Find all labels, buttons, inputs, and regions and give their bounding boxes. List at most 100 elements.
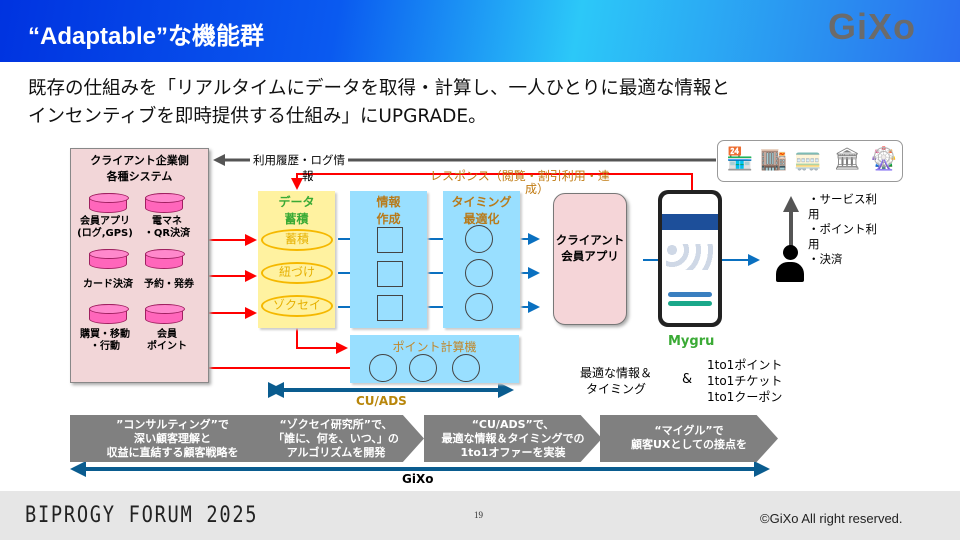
offer-item: 1to1クーポン: [707, 390, 783, 404]
gixo-label: GiXo: [402, 472, 434, 486]
step-line: “ゾクセイ研究所”で、: [279, 418, 393, 431]
offer-left-line: 最適な情報＆: [579, 366, 652, 380]
step-mygru: “マイグル”で顧客UXとしての接点を: [600, 415, 778, 462]
store-item: 蓄積: [261, 229, 333, 251]
db-label-card: カード決済: [83, 279, 133, 290]
offer-left-line: タイミング: [585, 382, 646, 396]
footer: [0, 491, 960, 540]
offer-left: 最適な情報＆ タイミング: [570, 365, 662, 397]
process-circle: [465, 293, 493, 321]
client-systems-subtitle: 各種システム: [106, 170, 173, 183]
database-icon: [145, 249, 185, 269]
copyright: ©GiXo All right reserved.: [760, 511, 903, 526]
process-circle: [409, 354, 437, 382]
step-line: “CU/ADS”で、: [471, 418, 555, 431]
attribute-item: ゾクセイ: [261, 295, 333, 317]
timing-subtitle: 最適化: [463, 212, 500, 226]
step-line: 「誰に、何を、いつ、」の: [273, 432, 399, 445]
timing-box: タイミング 最適化: [443, 191, 520, 328]
store-icon: 🏪: [726, 147, 754, 172]
train-icon: 🚃: [794, 147, 822, 172]
db-label-line: ポイント: [147, 341, 187, 352]
ferris-wheel-icon: 🎡: [870, 147, 898, 172]
bullet-service: サービス利用: [808, 192, 877, 221]
response-label-wrap: 成）: [525, 182, 550, 196]
db-label-line: 電マネ: [152, 216, 182, 227]
process-circle: [452, 354, 480, 382]
offer-item: 1to1ポイント: [707, 358, 783, 372]
services-box: 🏪 🏬 🚃 🏛 🎡: [717, 140, 903, 182]
database-icon: [89, 249, 129, 269]
client-systems-title: クライアント企業側: [90, 154, 189, 167]
member-app-label-2: 会員アプリ: [561, 249, 619, 263]
to-point-calc-arrow: [296, 328, 348, 354]
database-icon: [145, 304, 185, 324]
subtitle-line-1: 既存の仕組みを「リアルタイムにデータを取得・計算し、一人ひとりに最適な情報と: [28, 78, 730, 99]
stamp-grid: [666, 244, 714, 270]
response-arrow: [291, 173, 693, 190]
response-label: レスポンス（閲覧・割引利用・達: [430, 169, 610, 183]
process-square: [377, 261, 403, 287]
building-icon: 🏛: [833, 147, 861, 172]
mygru-label: Mygru: [668, 334, 715, 349]
process-circle: [369, 354, 397, 382]
header-bar: [0, 0, 960, 62]
subtitle-line-2: インセンティブを即時提供する仕組み」にUPGRADE。: [28, 106, 487, 127]
member-app-label: クライアント: [555, 233, 625, 247]
db-label-member-app: 会員アプリ(ログ,GPS): [75, 216, 135, 240]
database-icon: [145, 193, 185, 213]
service-bullets: ・サービス利用 ・ポイント利用 ・決済: [808, 192, 877, 266]
app-banner: [662, 214, 718, 230]
data-store-box: データ 蓄積 蓄積 紐づけ ゾクセイ: [258, 191, 335, 328]
usage-log-label: 利用履歴・ログ情: [250, 152, 348, 168]
process-circle: [465, 259, 493, 287]
bullet-point: ポイント利用: [808, 222, 877, 251]
process-square: [377, 295, 403, 321]
phone-mockup: [658, 190, 722, 327]
step-consulting: ”コンサルティング”で深い顧客理解と収益に直結する顧客戦略を: [70, 415, 275, 462]
step-line: ”コンサルティング”で: [116, 418, 229, 431]
link-item: 紐づけ: [261, 262, 333, 284]
db-label-emoney: 電マネ・QR決済: [137, 216, 197, 240]
db-label-points: 会員ポイント: [137, 329, 197, 353]
db-label-line: 購買・移動: [80, 329, 130, 340]
footer-brand: BIPROGY FORUM 2025: [25, 503, 259, 528]
point-calculator-box: ポイント計算機: [350, 335, 519, 383]
data-store-title: データ: [278, 195, 315, 209]
info-create-box: 情報 作成: [350, 191, 427, 328]
client-systems-box: クライアント企業側 各種システム 会員アプリ(ログ,GPS) 電マネ・QR決済 …: [70, 148, 209, 383]
gixo-logo: GiXo: [828, 6, 917, 47]
db-label-line: (ログ,GPS): [77, 228, 133, 239]
process-circle: [465, 225, 493, 253]
database-icon: [89, 304, 129, 324]
data-store-subtitle: 蓄積: [284, 212, 309, 226]
user-icon: [775, 245, 805, 283]
app-button: [668, 301, 712, 306]
timing-title: タイミング: [451, 195, 512, 209]
db-label-line: ・行動: [90, 341, 120, 352]
step-line: 収益に直結する顧客戦略を: [106, 446, 239, 459]
step-line: 深い顧客理解と: [134, 432, 211, 445]
db-label-reservation: 予約・発券: [144, 279, 194, 290]
step-zokusei: “ゾクセイ研究所”で、「誰に、何を、いつ、」のアルゴリズムを開発: [248, 415, 424, 462]
info-create-subtitle: 作成: [376, 212, 401, 226]
bullet-payment: 決済: [819, 252, 843, 266]
cuads-label: CU/ADS: [356, 394, 407, 408]
step-line: “マイグル”で: [654, 424, 724, 437]
page-title: “Adaptable”な機能群: [28, 23, 265, 50]
phone-screen: [662, 194, 718, 323]
step-line: 最適な情報＆タイミングでの: [441, 432, 585, 445]
app-button: [668, 292, 712, 297]
step-line: アルゴリズムを開発: [286, 446, 386, 459]
offer-ampersand: &: [682, 372, 693, 387]
member-app-box: クライアント 会員アプリ: [553, 193, 627, 325]
step-line: 1to1オファーを実装: [460, 446, 566, 459]
info-create-title: 情報: [376, 195, 401, 209]
database-icon: [89, 193, 129, 213]
convenience-store-icon: 🏬: [760, 147, 788, 172]
db-label-line: ・QR決済: [143, 228, 191, 239]
usage-log-label-wrap: 報: [302, 169, 314, 183]
db-label-purchase: 購買・移動・行動: [75, 329, 135, 353]
